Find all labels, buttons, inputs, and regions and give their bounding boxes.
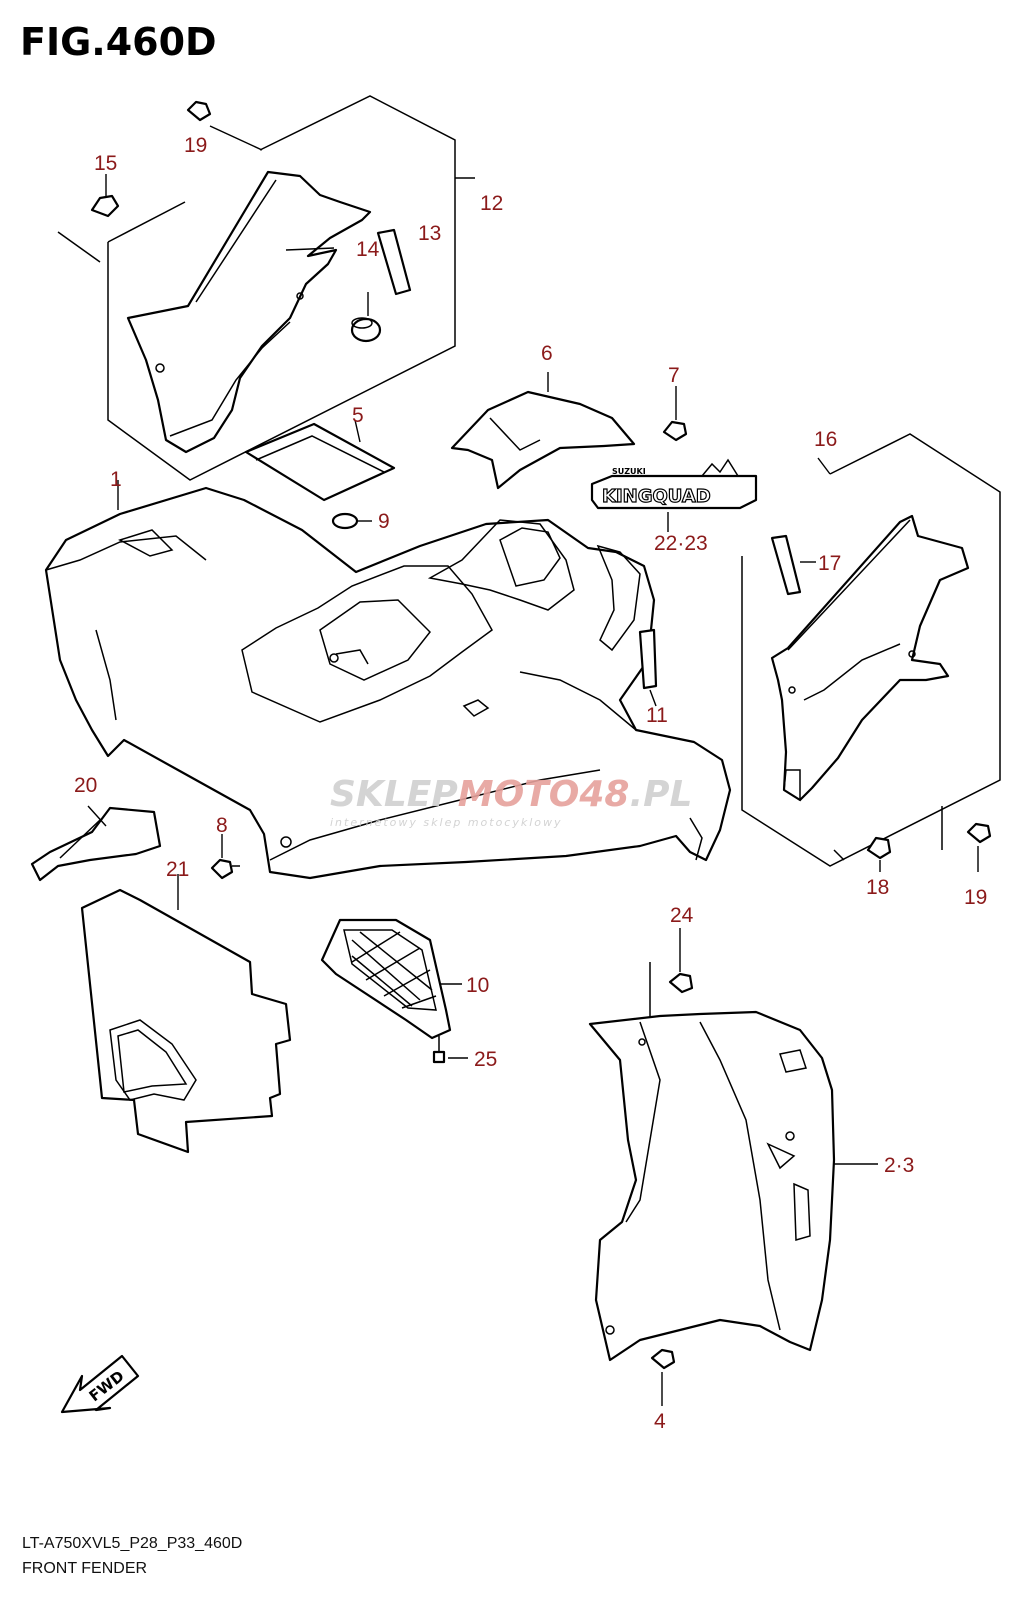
- callout-15: 15: [94, 152, 117, 175]
- callout-13: 13: [418, 222, 441, 245]
- part-21-shield: [80, 874, 292, 1154]
- part-6-front-cover: [450, 372, 636, 490]
- part-5-cover: [244, 419, 396, 502]
- part-22-23-decal: SUZUKI KINGQUAD: [590, 458, 758, 532]
- callout-6: 6: [541, 342, 553, 365]
- part-14-cushion: [350, 292, 382, 343]
- part-17-pad: [770, 534, 816, 596]
- model-code: LT-A750XVL5_P28_P33_460D: [22, 1535, 243, 1552]
- part-2-3-inner-fender: [588, 1010, 878, 1362]
- part-1-front-fender: [44, 480, 732, 880]
- part-20-bracket: [30, 805, 162, 882]
- part-10-grille: [320, 918, 462, 1040]
- section-name: FRONT FENDER: [22, 1560, 148, 1577]
- part-8-bolt: [210, 834, 240, 880]
- callout-24: 24: [670, 904, 694, 927]
- group-frame-12: [57, 95, 475, 481]
- part-15-clip: [90, 174, 120, 218]
- watermark-brand: SKLEPMOTO48.PL: [330, 774, 692, 815]
- watermark-tagline: internetowy sklep motocyklowy: [330, 816, 563, 829]
- decal-main-text: KINGQUAD: [602, 486, 711, 507]
- watermark: SKLEPMOTO48.PL internetowy sklep motocyk…: [330, 774, 692, 829]
- callout-9: 9: [378, 510, 390, 533]
- figure-title: FIG.460D: [20, 20, 217, 64]
- part-9-grommet: [331, 512, 372, 530]
- callout-19-top: 19: [184, 134, 207, 157]
- callout-14: 14: [356, 238, 380, 261]
- callout-20: 20: [74, 774, 97, 797]
- fwd-arrow-icon: FWD: [60, 1354, 140, 1414]
- callout-7: 7: [668, 364, 680, 387]
- callout-1: 1: [110, 468, 122, 491]
- part-18-clip: [866, 836, 892, 872]
- part-16-inner-panel-right: [770, 514, 970, 802]
- callout-21: 21: [166, 858, 189, 881]
- part-19-clip-right: [966, 822, 992, 872]
- callout-16: 16: [814, 428, 837, 451]
- group-frame-16: [741, 433, 1001, 867]
- callout-12: 12: [480, 192, 503, 215]
- callout-11: 11: [646, 704, 668, 727]
- decal-brand-text: SUZUKI: [612, 467, 646, 476]
- callout-19-right: 19: [964, 886, 987, 909]
- callout-5: 5: [352, 404, 364, 427]
- callout-2-3: 2·3: [884, 1154, 914, 1177]
- callout-8: 8: [216, 814, 228, 837]
- callout-22-23: 22·23: [654, 532, 708, 555]
- part-7-clip: [662, 386, 688, 442]
- part-4-bolt: [650, 1348, 676, 1406]
- callout-18: 18: [866, 876, 889, 899]
- callout-25: 25: [474, 1048, 497, 1071]
- callout-17: 17: [818, 552, 841, 575]
- part-11-pad: [638, 628, 658, 707]
- callout-4: 4: [654, 1410, 666, 1433]
- part-25-screw: [432, 1036, 468, 1064]
- callout-10: 10: [466, 974, 489, 997]
- part-12-inner-panel-left: [126, 170, 372, 454]
- part-19-clip-top: [186, 100, 263, 151]
- part-13-pad: [376, 228, 412, 296]
